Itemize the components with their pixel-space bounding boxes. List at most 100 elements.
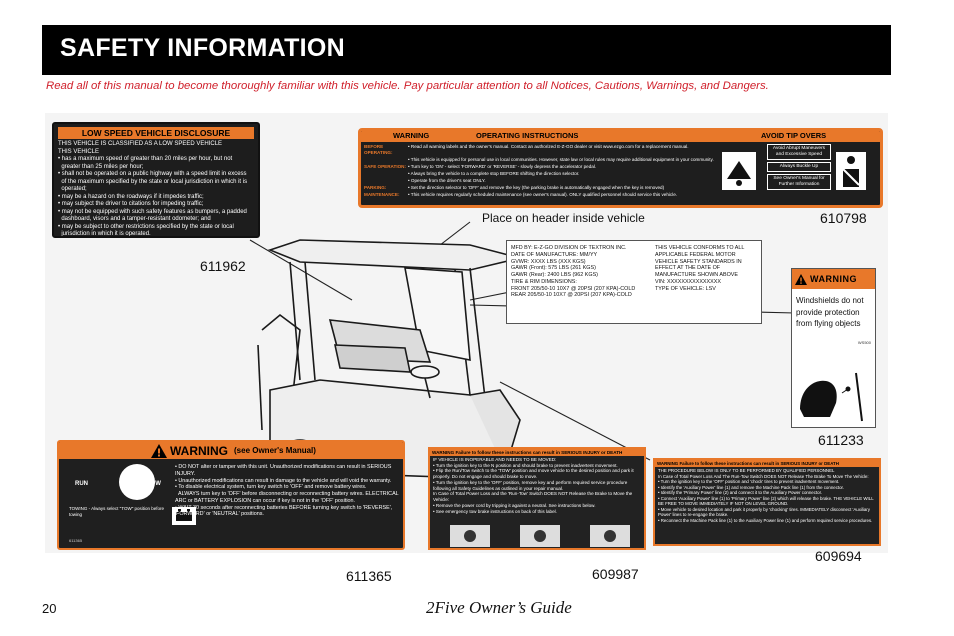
lsv-line: • may not be equipped with such safety f… [58,208,247,215]
operating-row-key [364,157,408,163]
seat-belt-icon [836,152,866,190]
conformance-line: VEHICLE SAFETY STANDARDS IN [655,258,742,265]
operating-row-text: • Set the direction selector to 'OFF' an… [408,184,665,190]
lsv-line: THIS VEHICLE [58,148,100,155]
owner-warning-subtitle: (see Owner's Manual) [234,446,316,455]
right-warning-line: • Identify the 'Auxiliary Power' line (1… [658,484,844,490]
operating-row-key: PARKING: [364,184,387,190]
part-number-611962: 611962 [200,258,246,274]
operating-row-text: • Operate from the driver's seat ONLY. [408,177,486,183]
flying-object-icon [800,372,863,422]
section-header-bar: SAFETY INFORMATION [42,25,891,75]
manufacturer-line: MFD BY: E-Z-GO DIVISION OF TEXTRON INC. [511,245,627,251]
owner-warning-bullet: • To disable electrical system, turn key… [175,484,367,491]
part-number-610798: 610798 [820,210,867,226]
manufacturer-line: GVWR: XXXX LBS (XXX KGS) [511,258,586,265]
windshield-label-code: WS500 [857,339,871,345]
manufacturer-certification-label: MFD BY: E-Z-GO DIVISION OF TEXTRON INC.D… [506,240,762,324]
windshield-warning-label: WARNING Windshields do not provide prote… [791,268,876,428]
lsv-line: THIS VEHICLE IS CLASSIFIED AS A LOW SPEE… [58,141,223,147]
conformance-line: MANUFACTURE SHOWN ABOVE [655,272,738,278]
warning-triangle-icon [151,443,167,458]
center-warning-line: IF VEHICLE IS INOPERABLE AND NEEDS TO BE… [433,457,557,462]
owner-warning-bullet: • WAIT 30 seconds after reconnecting bat… [175,504,394,518]
run-label: RUN [75,481,88,487]
run-tow-switch-icon [119,464,155,500]
lsv-label-text: THIS VEHICLE IS CLASSIFIED AS A LOW SPEE… [58,141,254,237]
operating-row-key: BEFORE OPERATING: [364,144,393,155]
lsv-line: • shall not be operated on a public high… [58,171,247,177]
owner-manual-warning-label: WARNING (see Owner's Manual) RUN TOW TOW… [57,440,405,550]
operating-row-key [364,171,408,177]
tip-over-item: Always Buckle Up [767,161,831,172]
manufacturer-line: GAWR (Rear): 2400 LBS (962 KGS) [511,272,598,278]
operating-row: BEFORE OPERATING: • Read all warning labe… [364,144,716,156]
right-warning-line: THE PROCEDURE BELOW IS ONLY TO BE PERFOR… [658,468,835,473]
manufacturer-line: GAWR (Front): 575 LBS (261 KGS) [511,265,596,272]
owner-warning-bullets: • DO NOT alter or tamper with this unit.… [175,464,403,518]
operating-row-text: • Turn key to 'ON' - select 'FORWARD' or… [408,163,597,169]
operating-row: SAFE OPERATION:• Turn key to 'ON' - sele… [364,164,716,170]
operating-row-text: • Read all warning labels and the owner'… [408,144,689,149]
manufacturer-line: DATE OF MANUFACTURE: MM/YY [511,251,598,258]
center-warning-line: • Remove the power cord by tripping it a… [433,502,596,508]
conformance-line: APPLICABLE FEDERAL MOTOR [655,251,736,258]
page-title: SAFETY INFORMATION [60,34,346,62]
lsv-line: • may subject the driver to citations fo… [58,201,204,207]
center-warning-line: • Turn the ignition key to the 'OFF' pos… [433,479,629,491]
operating-row-text: • Always bring the vehicle to a complete… [408,170,580,176]
conformance-line: VIN: XXXXXXXXXXXXXXX [655,278,721,285]
lsv-line: • may be a hazard on the roadways if it … [58,193,204,200]
tip-over-item: See Owner's Manual for Further Informati… [767,173,831,190]
conformance-line: EFFECT AT THE DATE OF [655,265,721,272]
operating-title: OPERATING INSTRUCTIONS [476,131,579,140]
tip-over-icon [722,152,756,190]
operating-row: • This vehicle is equipped for personal … [364,157,716,163]
owner-warning-bullet: • Unauthorized modifications can result … [175,477,392,484]
towing-note: TOWING - Always select "TOW" position be… [69,506,165,517]
lsv-disclosure-label: LOW SPEED VEHICLE DISCLOSURE THIS VEHICL… [52,122,260,238]
operating-row: • Operate from the driver's seat ONLY. [364,178,716,184]
lsv-line: • may be subject to other restrictions s… [58,223,234,230]
part-number-609987: 609987 [592,566,639,582]
manufacturer-line: FRONT 205/50-10 10X7 @ 20PSI (207 KPA)-C… [511,285,636,292]
right-warning-line: • Turn the ignition key to the 'OFF' pos… [658,479,840,484]
tip-over-item: Avoid Abrupt Maneuvers and Excessive Spe… [767,144,831,160]
right-warning-line: • Reconnect the Machine Pack line (1) to… [658,517,873,523]
right-warning-line: In Case of Total Power Loss And The Run-… [658,473,869,479]
tip-over-guidance: Avoid Abrupt Maneuvers and Excessive Spe… [767,144,831,192]
manufacturer-line: REAR 205/50-10 10X7 @ 20PSI (207 KPA)-CO… [511,292,632,299]
manufacturer-line: TIRE & RIM DIMENSIONS: [511,278,577,285]
lsv-line: jurisdiction in which it is operated. [58,231,151,237]
windshield-warning-text: Windshields do not provide protection fr… [796,296,864,329]
right-warning-line: • Move vehicle to desired location and p… [658,506,872,518]
manufacturer-info: MFD BY: E-Z-GO DIVISION OF TEXTRON INC.D… [511,245,651,299]
part-number-611233: 611233 [818,432,864,448]
lsv-label-title: LOW SPEED VEHICLE DISCLOSURE [58,127,254,139]
warning-triangle-icon [795,273,807,285]
operating-row-key: SAFE OPERATION: [364,163,407,169]
operating-row-key: MAINTENANCE: [364,191,400,197]
power-loss-warning-label: WARNING Failure to follow these instruct… [653,458,881,546]
lsv-line: • has a maximum speed of greater than 20… [58,156,233,162]
conformance-line: THIS VEHICLE CONFORMS TO ALL [655,245,745,251]
owner-warning-bullet: • DO NOT alter or tamper with this unit.… [175,464,393,477]
center-warning-line: • Flip the Run/Tow switch to the 'TOW' p… [433,468,635,480]
owner-warning-title: WARNING [170,443,228,458]
windshield-warning-title: WARNING [810,274,857,284]
operating-row: MAINTENANCE:• This vehicle requires regu… [364,192,716,198]
avoid-tip-overs-title: AVOID TIP OVERS [761,131,827,140]
lsv-line: dashboard, visors and a tamper-resistant… [58,216,211,222]
operating-warning-word: WARNING [393,131,430,140]
part-number-609694: 609694 [815,548,862,564]
conformance-line: TYPE OF VEHICLE: LSV [655,285,716,292]
page-number: 20 [42,601,57,616]
right-warning-title: WARNING Failure to follow these instruct… [655,460,879,467]
owner-label-code: 611365 [69,538,83,543]
right-warning-line: • Identify the 'Primary Power' line (2) … [658,490,823,495]
center-warning-text: IF VEHICLE IS INOPERABLE AND NEEDS TO BE… [430,456,644,515]
intro-notice: Read all of this manual to become thorou… [46,80,769,92]
lsv-line: operated; [58,186,87,192]
switch-diagram-icons [450,525,630,547]
operating-row-text: • This vehicle is equipped for personal … [408,156,714,162]
